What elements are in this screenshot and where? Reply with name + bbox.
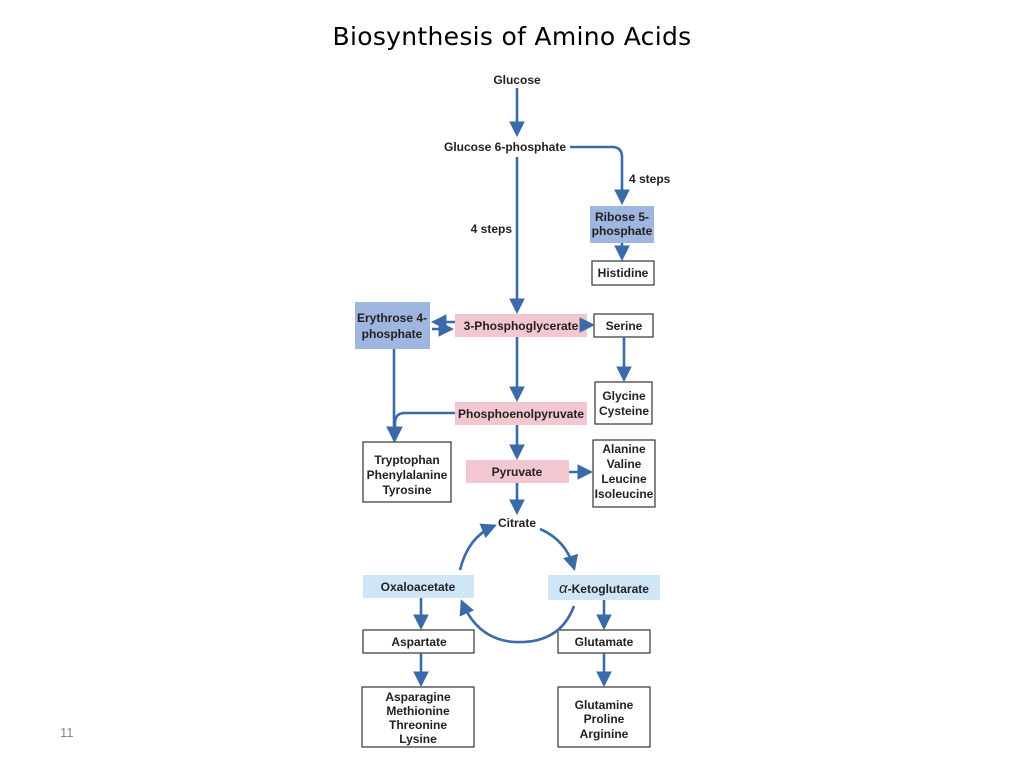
slide-number: 11 bbox=[60, 725, 74, 740]
aromatics-box bbox=[362, 441, 452, 503]
arrow-g6p-to-ribose bbox=[570, 145, 630, 206]
methionine-label: Methionine bbox=[386, 704, 450, 718]
cycle-ketoglutarate-to-oxaloacetate bbox=[459, 599, 576, 644]
glucose-6-phosphate-label: Glucose 6-phosphate bbox=[444, 140, 566, 154]
phenylalanine-label: Phenylalanine bbox=[367, 468, 448, 482]
ribose-5-phosphate-label-line2: phosphate bbox=[592, 224, 653, 238]
oxaloacetate-label: Oxaloacetate bbox=[381, 580, 456, 594]
ribose-5-phosphate-box bbox=[590, 206, 654, 243]
pyruvate-label: Pyruvate bbox=[492, 465, 543, 479]
leucine-label: Leucine bbox=[601, 472, 647, 486]
glycine-cysteine-box bbox=[594, 381, 653, 425]
glutamate-label: Glutamate bbox=[575, 635, 634, 649]
alpha-symbol: α bbox=[559, 580, 568, 597]
lysine-label: Lysine bbox=[399, 732, 437, 746]
pep-box bbox=[455, 402, 587, 425]
threonine-label: Threonine bbox=[389, 718, 447, 732]
histidine-label: Histidine bbox=[598, 266, 649, 280]
ribose-5-phosphate-label-line1: Ribose 5- bbox=[595, 210, 649, 224]
pep-label: Phosphoenolpyruvate bbox=[458, 407, 584, 421]
tryptophan-label: Tryptophan bbox=[374, 453, 439, 467]
four-steps-right-label: 4 steps bbox=[629, 172, 671, 186]
oxaloacetate-box bbox=[363, 575, 474, 598]
proline-label: Proline bbox=[584, 712, 625, 726]
ketoglutarate-box bbox=[548, 575, 660, 600]
cysteine-label: Cysteine bbox=[599, 404, 649, 418]
erythrose-4-phosphate-label-line1: Erythrose 4- bbox=[357, 311, 427, 325]
arginine-label: Arginine bbox=[580, 727, 629, 741]
arrow-pep-to-aromatics bbox=[387, 411, 455, 443]
glutamine-label: Glutamine bbox=[575, 698, 634, 712]
cycle-citrate-to-ketoglutarate bbox=[539, 527, 579, 571]
asparagine-label: Asparagine bbox=[385, 690, 451, 704]
isoleucine-label: Isoleucine bbox=[595, 487, 654, 501]
alanine-label: Alanine bbox=[602, 442, 646, 456]
erythrose-4-phosphate-box bbox=[355, 302, 430, 349]
four-steps-left-label: 4 steps bbox=[471, 222, 513, 236]
serine-label: Serine bbox=[606, 319, 643, 333]
phosphoglycerate-box bbox=[455, 314, 587, 337]
ketoglutarate-text: -Ketoglutarate bbox=[568, 582, 650, 596]
tyrosine-label: Tyrosine bbox=[382, 483, 431, 497]
cycle-oxaloacetate-to-citrate bbox=[458, 523, 497, 571]
slide-title: Biosynthesis of Amino Acids bbox=[332, 22, 692, 51]
citrate-label: Citrate bbox=[498, 516, 536, 530]
glucose-label: Glucose bbox=[493, 73, 541, 87]
erythrose-4-phosphate-label-line2: phosphate bbox=[362, 327, 423, 341]
pyruvate-box bbox=[466, 460, 569, 483]
glycine-label: Glycine bbox=[602, 389, 646, 403]
valine-label: Valine bbox=[607, 457, 642, 471]
aspartate-label: Aspartate bbox=[391, 635, 447, 649]
phosphoglycerate-label: 3-Phosphoglycerate bbox=[464, 319, 579, 333]
ketoglutarate-label: α-Ketoglutarate bbox=[559, 580, 649, 597]
glutamate-products-box bbox=[557, 686, 651, 748]
